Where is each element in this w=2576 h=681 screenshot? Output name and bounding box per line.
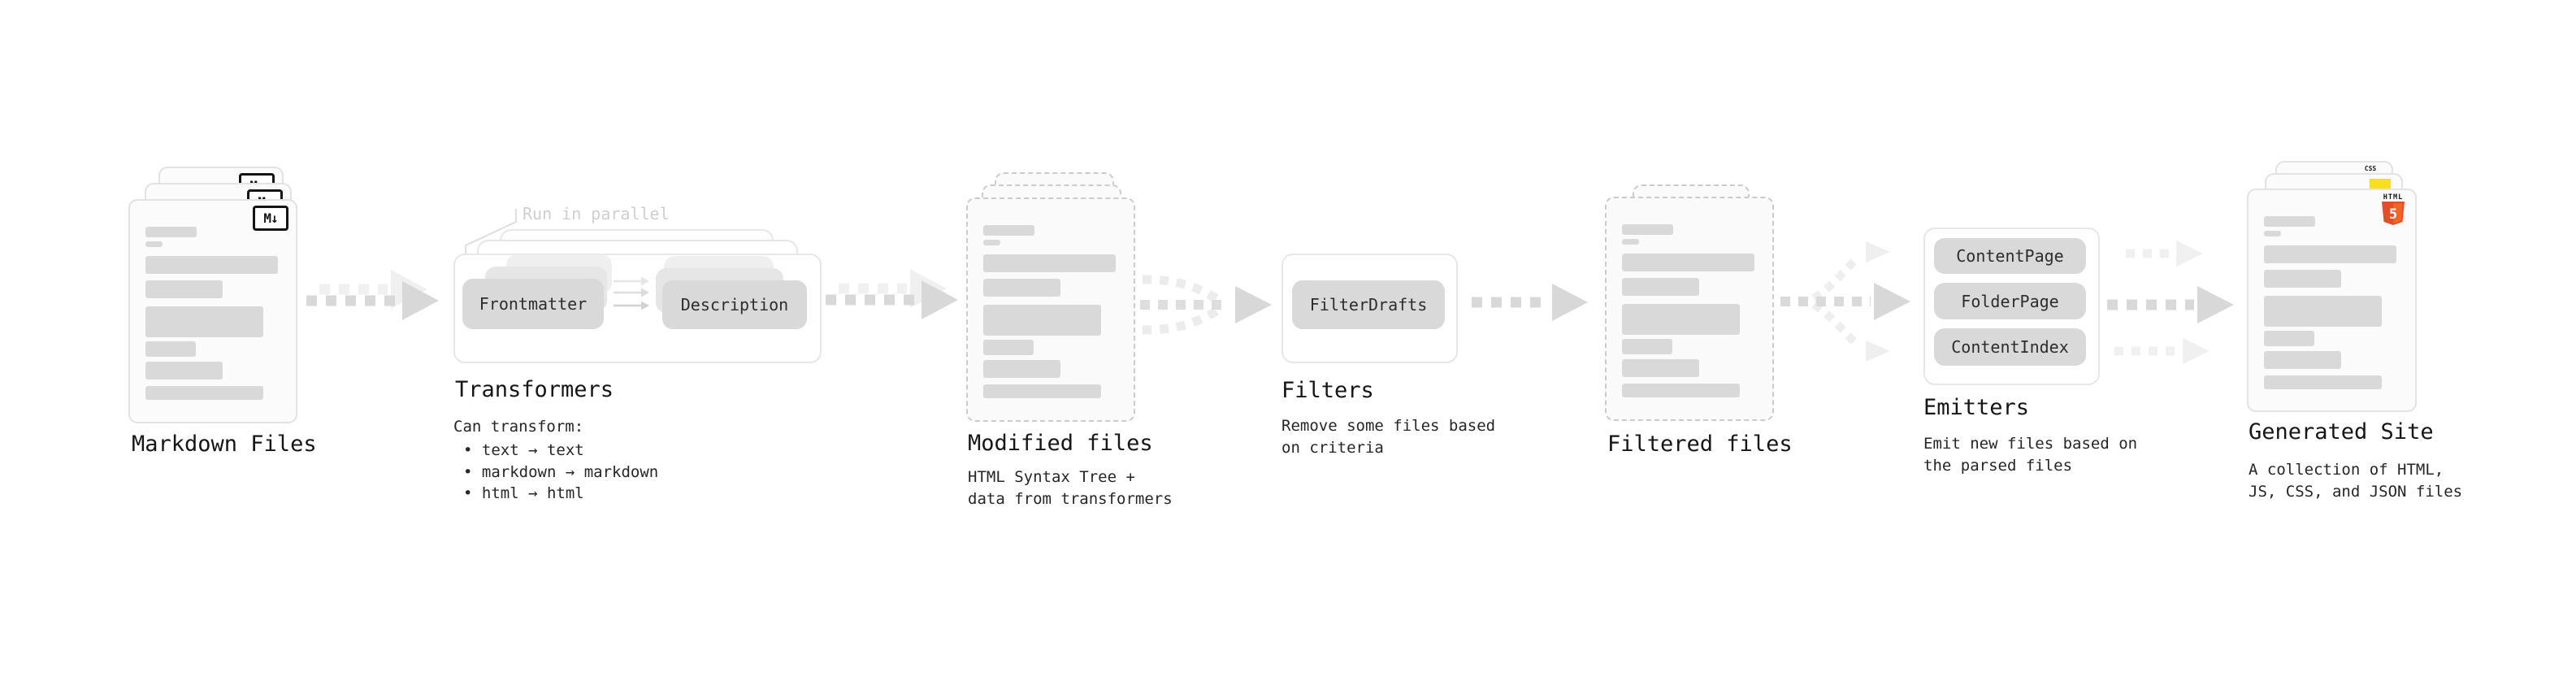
text-skeleton-bar [145,386,263,400]
run-in-parallel-label: Run in parallel [523,204,670,223]
text-skeleton-bar [1622,224,1673,235]
transformers-subtitle-heading: Can transform: [453,418,584,436]
text-skeleton-bar [983,279,1060,297]
text-skeleton-bar [1622,304,1740,335]
contentpage-pill: ContentPage [1934,238,2086,274]
text-skeleton-bar [145,256,278,274]
filtered-file-card-front [1605,197,1774,421]
html5-icon-text: HTML [2383,193,2404,202]
text-skeleton-bar [2264,351,2341,369]
text-skeleton-bar [2264,296,2382,327]
parallel-arrows-icon [614,276,649,310]
text-skeleton-bar [145,362,223,380]
modified-files-subtitle: HTML Syntax Tree + data from transformer… [968,466,1173,510]
bullet-item: • html → html [463,484,584,502]
subtitle-line: A collection of HTML, [2249,461,2444,479]
css-icon-text: CSS [2364,165,2377,172]
filtered-files-title: Filtered files [1607,432,1793,457]
description-pill: Description [662,280,807,329]
text-skeleton-bar [145,306,263,337]
frontmatter-pill: Frontmatter [462,279,604,329]
text-skeleton-bar [983,384,1101,398]
flow-arrow-transformers-to-modified [826,269,958,319]
text-skeleton-bar [983,360,1060,378]
text-skeleton-bar [1622,239,1639,245]
text-skeleton-bar [145,341,196,357]
text-skeleton-bar [145,280,223,298]
filters-subtitle: Remove some files based on criteria [1281,415,1495,459]
filters-title: Filters [1281,378,1374,403]
site-file-card-html: HTML 5 [2247,189,2417,412]
emitters-subtitle: Emit new files based on the parsed files [1923,433,2137,477]
flow-arrow-filters-to-filtered [1472,284,1588,321]
text-skeleton-bar [2264,375,2382,389]
subtitle-line: Emit new files based on [1923,435,2138,453]
markdown-file-card-front: M↓ [128,199,297,423]
svg-text:5: 5 [2389,206,2397,223]
flow-arrow-markdown-to-transformers [306,270,439,320]
text-skeleton-bar [1622,384,1740,397]
transformers-bullet-list: • text → text • markdown → markdown • ht… [463,440,658,505]
subtitle-line: HTML Syntax Tree + [968,468,1135,486]
transformers-title: Transformers [455,377,614,402]
text-skeleton-bar [2264,245,2396,263]
text-skeleton-bar [1622,278,1699,296]
filterdrafts-pill: FilterDrafts [1292,280,1445,329]
subtitle-line: data from transformers [968,490,1173,508]
modified-file-card-front [966,197,1135,422]
text-skeleton-bar [145,227,197,237]
markdown-icon: M↓ [253,206,288,231]
bullet-item: • text → text [463,441,584,459]
flow-arrows-emitters-to-site [2107,241,2234,364]
subtitle-line: the parsed files [1923,457,2073,475]
text-skeleton-bar [1622,359,1699,377]
text-skeleton-bar [983,240,1000,245]
text-skeleton-bar [983,340,1034,355]
subtitle-line: JS, CSS, and JSON files [2249,483,2463,501]
bullet-item: • markdown → markdown [463,462,659,481]
text-skeleton-bar [1622,254,1754,271]
emitters-title: Emitters [1923,395,2030,420]
subtitle-line: on criteria [1281,439,1384,457]
flow-arrow-modified-to-filters [1140,275,1272,335]
html5-icon: HTML 5 [2380,194,2406,228]
markdown-files-title: Markdown Files [132,432,317,457]
contentindex-pill: ContentIndex [1934,328,2086,366]
text-skeleton-bar [2264,231,2281,236]
text-skeleton-bar [1622,339,1672,354]
html5-shield: 5 [2382,202,2405,225]
text-skeleton-bar [2264,270,2341,288]
folderpage-pill: FolderPage [1934,283,2086,319]
text-skeleton-bar [983,254,1116,272]
generated-site-title: Generated Site [2249,419,2434,445]
modified-files-title: Modified files [968,431,1153,456]
text-skeleton-bar [983,305,1101,336]
subtitle-line: Remove some files based [1281,417,1496,435]
generated-site-subtitle: A collection of HTML, JS, CSS, and JSON … [2249,459,2462,503]
javascript-icon [2370,179,2391,189]
flow-arrow-filtered-to-emitters [1780,241,1910,362]
text-skeleton-bar [983,225,1034,236]
text-skeleton-bar [145,241,163,247]
text-skeleton-bar [2264,331,2314,346]
text-skeleton-bar [2264,216,2315,227]
